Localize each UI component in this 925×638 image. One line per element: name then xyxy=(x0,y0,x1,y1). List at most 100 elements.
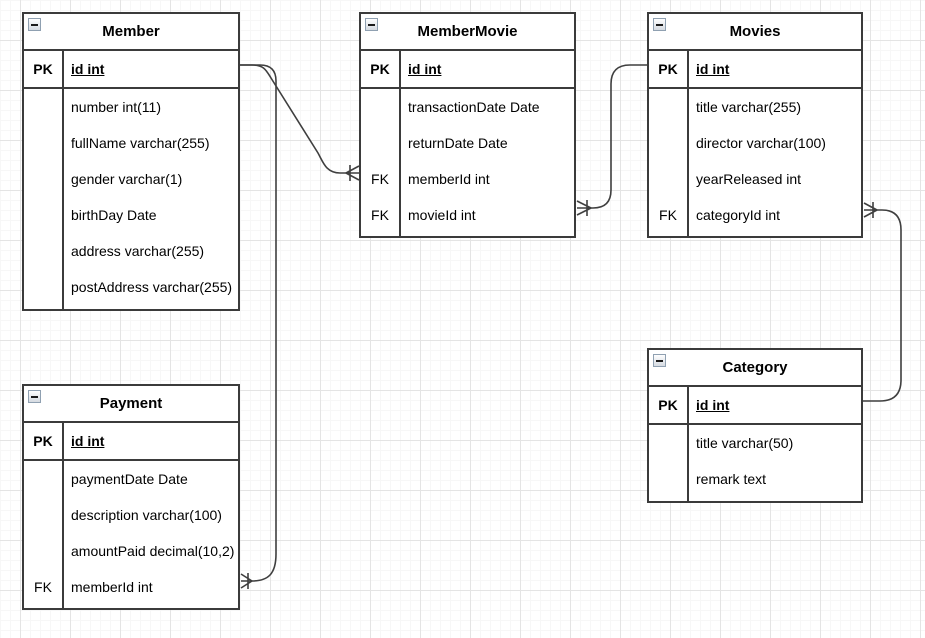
key-label: FK xyxy=(371,207,389,223)
column-label: returnDate Date xyxy=(408,135,508,151)
entity-header[interactable]: Member xyxy=(24,14,238,51)
entity-member[interactable]: Member PK id int number int(11) fullName va… xyxy=(22,12,240,311)
collapse-icon[interactable] xyxy=(365,18,378,31)
column-label: amountPaid decimal(10,2) xyxy=(71,543,235,559)
column-row[interactable]: FK movieId int xyxy=(361,197,574,233)
key-label xyxy=(649,161,687,197)
column-label: description varchar(100) xyxy=(71,507,222,523)
entity-header[interactable]: MemberMovie xyxy=(361,14,574,51)
collapse-icon[interactable] xyxy=(28,18,41,31)
column-label: paymentDate Date xyxy=(71,471,188,487)
entity-movies[interactable]: Movies PK id int title varchar(255) directo… xyxy=(647,12,863,238)
entity-title: Movies xyxy=(729,23,781,40)
column-row[interactable]: gender varchar(1) xyxy=(24,161,238,197)
column-label: memberId int xyxy=(71,579,153,595)
column-label: yearReleased int xyxy=(696,171,802,187)
pk-row[interactable]: PK id int xyxy=(649,51,861,89)
column-label: id int xyxy=(408,61,442,77)
column-label: title varchar(50) xyxy=(696,435,794,451)
column-row[interactable]: title varchar(255) xyxy=(649,89,861,125)
column-label: address varchar(255) xyxy=(71,243,205,259)
key-label: FK xyxy=(659,207,677,223)
key-label xyxy=(361,125,399,161)
column-label: remark text xyxy=(696,471,767,487)
entity-header[interactable]: Category xyxy=(649,350,861,387)
key-column-divider xyxy=(687,51,689,236)
key-column-divider xyxy=(687,387,689,501)
key-label xyxy=(24,233,62,269)
column-label: birthDay Date xyxy=(71,207,157,223)
key-label: FK xyxy=(34,579,52,595)
column-row[interactable]: amountPaid decimal(10,2) xyxy=(24,533,238,569)
entity-payment[interactable]: Payment PK id int paymentDate Date descript… xyxy=(22,384,240,610)
column-row[interactable]: postAddress varchar(255) xyxy=(24,269,238,305)
collapse-icon[interactable] xyxy=(28,390,41,403)
column-row[interactable]: description varchar(100) xyxy=(24,497,238,533)
column-row[interactable]: birthDay Date xyxy=(24,197,238,233)
key-label: PK xyxy=(658,397,678,413)
relation-member-membermovie[interactable] xyxy=(240,64,360,181)
relation-member-payment[interactable] xyxy=(240,64,277,589)
column-label: memberId int xyxy=(408,171,490,187)
column-label: movieId int xyxy=(408,207,476,223)
key-column-divider xyxy=(399,51,401,236)
key-label xyxy=(24,269,62,305)
key-column-divider xyxy=(62,423,64,608)
key-label xyxy=(24,197,62,233)
column-row[interactable]: number int(11) xyxy=(24,89,238,125)
relation-movies-membermovie[interactable] xyxy=(576,64,647,216)
column-row[interactable]: transactionDate Date xyxy=(361,89,574,125)
relation-category-movies[interactable] xyxy=(863,202,902,402)
key-label xyxy=(24,461,62,497)
column-label: gender varchar(1) xyxy=(71,171,183,187)
collapse-icon[interactable] xyxy=(653,18,666,31)
column-row[interactable]: FK memberId int xyxy=(24,569,238,605)
key-label xyxy=(24,497,62,533)
column-label: categoryId int xyxy=(696,207,781,223)
column-row[interactable]: fullName varchar(255) xyxy=(24,125,238,161)
column-row[interactable]: FK categoryId int xyxy=(649,197,861,233)
key-label xyxy=(649,425,687,461)
column-label: id int xyxy=(71,61,105,77)
column-row[interactable]: address varchar(255) xyxy=(24,233,238,269)
key-label xyxy=(649,125,687,161)
entity-title: MemberMovie xyxy=(417,23,518,40)
key-label: PK xyxy=(658,61,678,77)
column-row[interactable]: paymentDate Date xyxy=(24,461,238,497)
key-label xyxy=(361,89,399,125)
column-row[interactable]: yearReleased int xyxy=(649,161,861,197)
key-label xyxy=(649,461,687,497)
column-label: id int xyxy=(71,433,105,449)
column-row[interactable]: director varchar(100) xyxy=(649,125,861,161)
key-label: PK xyxy=(33,61,53,77)
column-row[interactable]: title varchar(50) xyxy=(649,425,861,461)
column-label: id int xyxy=(696,61,730,77)
column-label: fullName varchar(255) xyxy=(71,135,210,151)
key-column-divider xyxy=(62,51,64,309)
column-row[interactable]: remark text xyxy=(649,461,861,497)
key-label xyxy=(649,89,687,125)
pk-row[interactable]: PK id int xyxy=(24,51,238,89)
entity-title: Category xyxy=(722,359,788,376)
column-label: number int(11) xyxy=(71,99,162,115)
key-label xyxy=(24,125,62,161)
entity-header[interactable]: Movies xyxy=(649,14,861,51)
key-label xyxy=(24,533,62,569)
key-label xyxy=(24,89,62,125)
entity-header[interactable]: Payment xyxy=(24,386,238,423)
column-label: director varchar(100) xyxy=(696,135,826,151)
column-label: title varchar(255) xyxy=(696,99,802,115)
collapse-icon[interactable] xyxy=(653,354,666,367)
pk-row[interactable]: PK id int xyxy=(24,423,238,461)
key-label xyxy=(24,161,62,197)
entity-title: Payment xyxy=(99,395,163,412)
column-label: postAddress varchar(255) xyxy=(71,279,233,295)
column-row[interactable]: returnDate Date xyxy=(361,125,574,161)
key-label: PK xyxy=(33,433,53,449)
